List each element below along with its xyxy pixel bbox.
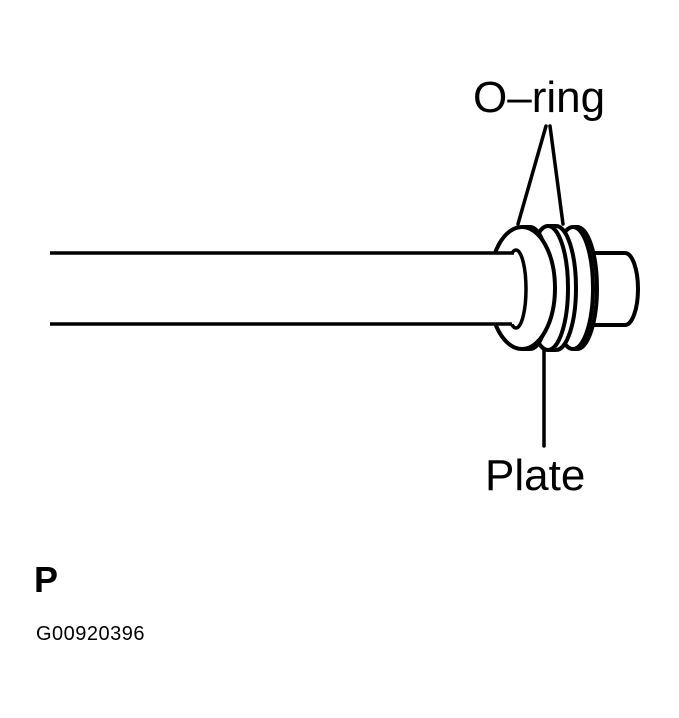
oring-label: O–ring — [473, 73, 605, 122]
pipe-tip — [590, 251, 640, 327]
pipe-body — [50, 251, 516, 326]
oring-leaders — [516, 124, 565, 226]
plate-label: Plate — [485, 451, 585, 500]
corner-letter: P — [34, 559, 59, 600]
figure-code: G00920396 — [36, 623, 146, 645]
